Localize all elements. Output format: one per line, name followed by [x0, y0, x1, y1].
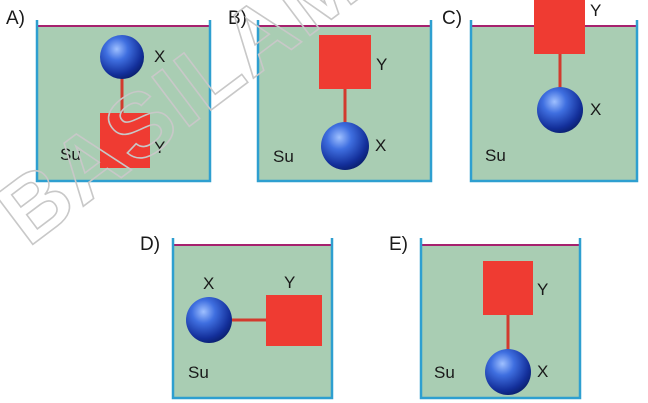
option-letter: A)	[6, 8, 25, 29]
liquid-label: Su	[273, 147, 294, 166]
sphere-x	[485, 349, 531, 395]
label-y: Y	[154, 138, 165, 157]
option-letter: E)	[389, 234, 408, 255]
container	[35, 20, 212, 183]
liquid-label: Su	[188, 363, 209, 382]
container	[419, 238, 582, 400]
liquid-label: Su	[60, 145, 81, 164]
option-e: E) Y X Su	[389, 234, 582, 400]
label-x: X	[537, 362, 548, 381]
sphere-x	[537, 87, 583, 133]
cube-y	[100, 113, 150, 168]
liquid-label: Su	[434, 363, 455, 382]
container	[171, 238, 334, 400]
label-y: Y	[590, 1, 601, 20]
container	[469, 20, 639, 183]
label-x: X	[203, 274, 214, 293]
cube-y	[266, 295, 322, 346]
cube-y	[483, 261, 533, 315]
label-x: X	[154, 47, 165, 66]
sphere-x	[186, 297, 232, 343]
option-c: C) Y X Su	[442, 0, 639, 183]
option-d: D) X Y Su	[140, 234, 334, 400]
sphere-x	[321, 122, 369, 170]
option-letter: D)	[140, 234, 160, 255]
label-y: Y	[376, 55, 387, 74]
sphere-x	[100, 35, 144, 79]
label-y: Y	[537, 280, 548, 299]
cube-y	[319, 35, 371, 89]
option-letter: C)	[442, 8, 462, 29]
liquid-label: Su	[485, 146, 506, 165]
label-x: X	[375, 136, 386, 155]
container	[256, 20, 433, 183]
option-a: A) X Y Su	[6, 8, 212, 183]
label-x: X	[590, 100, 601, 119]
label-y: Y	[284, 273, 295, 292]
option-b: B) Y X Su	[228, 8, 433, 183]
cube-y	[534, 0, 585, 54]
option-letter: B)	[228, 8, 247, 29]
